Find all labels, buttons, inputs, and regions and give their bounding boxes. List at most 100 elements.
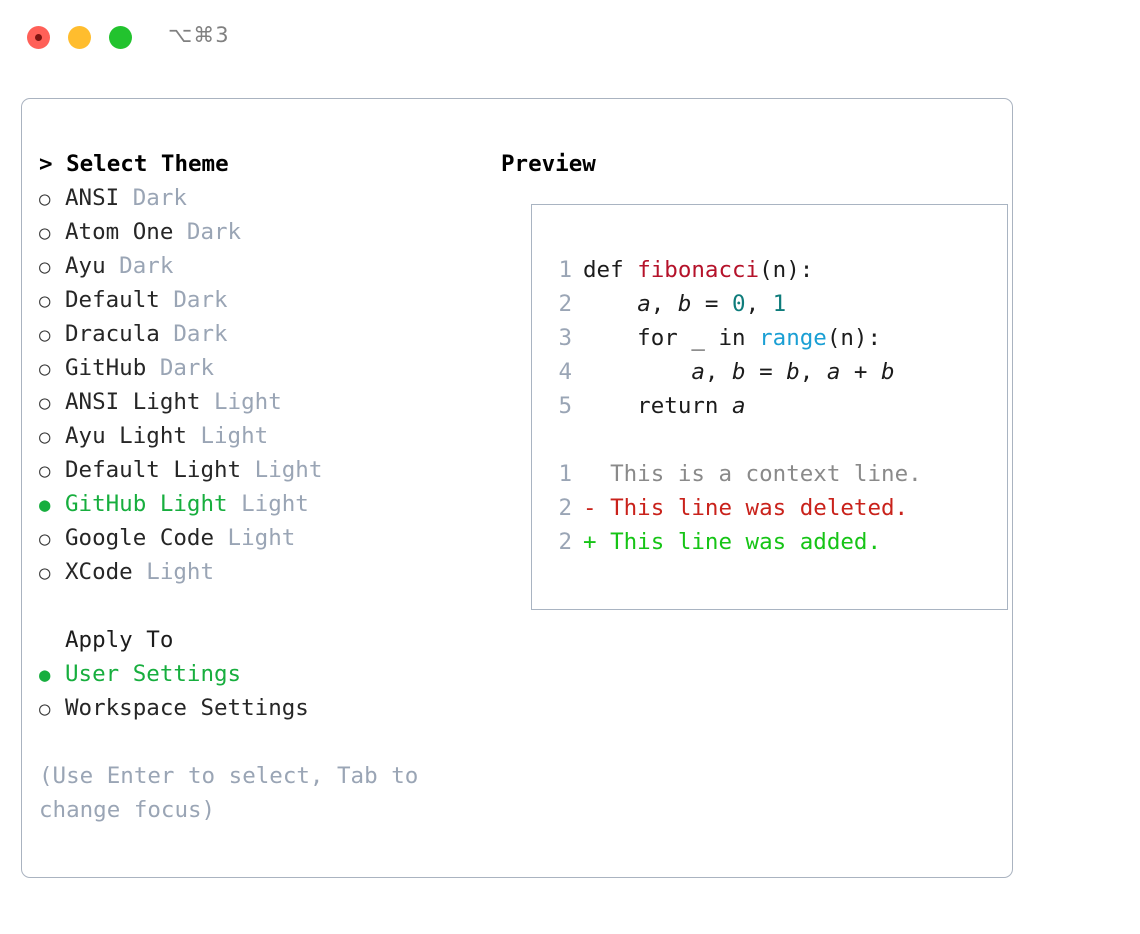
radio-unselected-icon: ○ (39, 460, 51, 482)
theme-option-google-code[interactable]: ○ Google Code Light (39, 521, 469, 555)
code-token-builtin: range (759, 325, 827, 351)
theme-option-ayu[interactable]: ○Ayu Dark (39, 249, 469, 283)
code-token-var: b (732, 359, 746, 385)
radio-unselected-icon: ○ (39, 222, 51, 244)
theme-selection-column: > Select Theme ○ANSI Dark○Atom One Dark○… (39, 147, 469, 827)
radio-unselected-icon: ○ (39, 358, 51, 380)
diff-line-text: + This line was added. (583, 525, 881, 559)
code-line-text: a, b = 0, 1 (583, 287, 786, 321)
main-panel: > Select Theme ○ANSI Dark○Atom One Dark○… (21, 98, 1013, 878)
theme-option-tag: Dark (159, 287, 228, 313)
theme-option-default-light[interactable]: ○ Default Light Light (39, 453, 469, 487)
code-token-plain: return (583, 393, 733, 419)
apply-to-option-label: User Settings (65, 661, 242, 687)
code-token-var: a (826, 359, 841, 385)
code-token-plain: , (704, 359, 733, 385)
theme-option-dracula[interactable]: ○Dracula Dark (39, 317, 469, 351)
apply-to-heading: Apply To (65, 627, 174, 653)
theme-option-ayu-light[interactable]: ○Ayu Light Light (39, 419, 469, 453)
close-button[interactable] (27, 26, 50, 49)
code-token-plain (583, 291, 637, 317)
code-token-ctx: This is (583, 461, 719, 487)
theme-option-xcode[interactable]: ○XCode Light (39, 555, 469, 589)
apply-to-option-user-settings[interactable]: ● User Settings (39, 657, 469, 691)
theme-option-github-light[interactable]: ● GitHub Light Light (39, 487, 469, 521)
diff-line: 2 - This line was deleted. (546, 491, 999, 525)
code-diff-gap (546, 423, 999, 457)
radio-selected-icon: ● (39, 494, 51, 516)
code-line: 3 for _ in range(n): (546, 321, 999, 355)
code-line: 5 return a (546, 389, 999, 423)
code-token-plain: = (745, 359, 787, 385)
preview-heading: Preview (501, 151, 596, 177)
line-number: 5 (558, 393, 572, 419)
theme-option-atom-one[interactable]: ○ Atom One Dark (39, 215, 469, 249)
line-number: 4 (558, 359, 572, 385)
apply-to-option-label: Workspace Settings (65, 695, 309, 721)
code-token-plain: (n): (759, 257, 814, 283)
radio-selected-icon: ● (39, 664, 51, 686)
diff-block: 1 This is a context line. 2 - This line wa… (546, 457, 999, 559)
theme-option-label: Atom One (65, 219, 174, 245)
theme-option-tag: Light (227, 491, 309, 517)
theme-option-ansi-light[interactable]: ○ANSI Light Light (39, 385, 469, 419)
theme-option-github[interactable]: ○ GitHub Dark (39, 351, 469, 385)
theme-option-tag: Dark (173, 219, 242, 245)
theme-option-label: Ayu Light (65, 423, 187, 449)
theme-option-label: GitHub Light (65, 491, 228, 517)
code-token-ctx: a (718, 461, 733, 487)
apply-to-option-workspace-settings[interactable]: ○ Workspace Settings (39, 691, 469, 725)
code-line-text: a, b = b, a + b (583, 355, 895, 389)
theme-option-label: Default Light (65, 457, 242, 483)
code-token-plain: + (840, 359, 882, 385)
radio-unselected-icon: ○ (39, 324, 51, 346)
code-token-plain: for _ in (583, 325, 760, 351)
keyboard-shortcut-label: ⌥⌘3 (168, 23, 230, 47)
theme-option-tag: Light (214, 525, 296, 551)
code-line-text: for _ in range(n): (583, 321, 881, 355)
diff-line: 2 + This line was added. (546, 525, 999, 559)
theme-option-label: Default (65, 287, 160, 313)
minimize-button[interactable] (68, 26, 91, 49)
theme-option-label: Google Code (65, 525, 215, 551)
code-token-add: + This line was added. (583, 529, 882, 555)
theme-option-default[interactable]: ○ Default Dark (39, 283, 469, 317)
theme-option-tag: Dark (146, 355, 215, 381)
theme-option-tag: Light (241, 457, 323, 483)
radio-unselected-icon: ○ (39, 528, 51, 550)
code-line: 4 a, b = b, a + b (546, 355, 999, 389)
theme-option-label: GitHub (65, 355, 147, 381)
code-token-num: 0 (732, 291, 746, 317)
code-line: 2 a, b = 0, 1 (546, 287, 999, 321)
code-token-var: b (677, 291, 692, 317)
radio-unselected-icon: ○ (39, 698, 51, 720)
code-token-var: b (881, 359, 895, 385)
code-token-plain: = (691, 291, 733, 317)
theme-option-tag: Dark (105, 253, 174, 279)
code-token-var: a (637, 291, 651, 317)
theme-option-ansi[interactable]: ○ANSI Dark (39, 181, 469, 215)
traffic-lights (27, 26, 132, 49)
radio-unselected-icon: ○ (39, 188, 51, 210)
line-number: 2 (558, 495, 572, 521)
line-number: 2 (558, 529, 572, 555)
line-number: 3 (558, 325, 572, 351)
theme-option-label: Ayu (65, 253, 106, 279)
zoom-button[interactable] (109, 26, 132, 49)
code-token-var: b (786, 359, 800, 385)
code-token-plain: , (745, 291, 773, 317)
code-token-plain: , (799, 359, 827, 385)
theme-option-label: XCode (65, 559, 133, 585)
diff-line: 1 This is a context line. (546, 457, 999, 491)
select-theme-heading: > Select Theme (39, 151, 229, 177)
radio-unselected-icon: ○ (39, 290, 51, 312)
diff-line-text: - This line was deleted. (583, 491, 908, 525)
theme-list: ○ANSI Dark○Atom One Dark○Ayu Dark○Defaul… (39, 181, 469, 589)
code-token-fn: fibonacci (637, 257, 760, 283)
code-token-del: - This line was deleted. (583, 495, 909, 521)
